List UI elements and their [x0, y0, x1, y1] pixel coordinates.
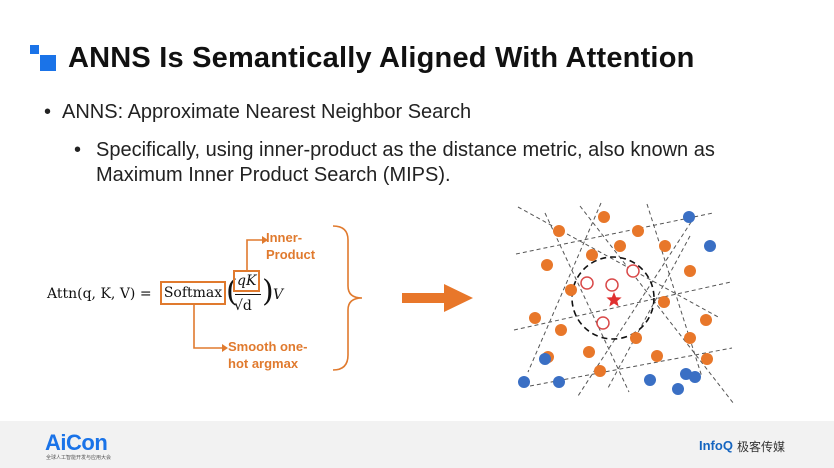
title-square-icon: [30, 45, 56, 71]
orange-point: [586, 249, 598, 261]
formula-lhs: Attn(q, K, V) =: [47, 286, 152, 302]
inner-product-line2: Product: [266, 247, 316, 262]
infoq-logo: InfoQ: [699, 438, 733, 453]
orange-point: [684, 265, 696, 277]
blue-point: [689, 371, 701, 383]
right-paren: ): [262, 274, 274, 309]
mips-scatter: [513, 202, 735, 405]
blue-point: [672, 383, 684, 395]
partition-line: [646, 203, 703, 378]
orange-point: [630, 332, 642, 344]
bullet-anns: ANNS: Approximate Nearest Neighbor Searc…: [44, 101, 471, 124]
partition-line: [529, 347, 733, 387]
orange-point: [541, 259, 553, 271]
orange-point: [632, 225, 644, 237]
bullet-mips-text: Specifically, using inner-product as the…: [96, 139, 715, 186]
inner-product-line1: Inner-: [266, 230, 303, 245]
partition-line: [527, 202, 602, 373]
orange-point: [701, 353, 713, 365]
formula-denominator: √d: [234, 298, 252, 314]
footer-bar: [0, 421, 834, 468]
orange-point: [700, 314, 712, 326]
formula-numerator: qK: [237, 273, 257, 289]
blue-point: [518, 376, 530, 388]
candidate-point: [580, 276, 594, 290]
orange-point: [659, 240, 671, 252]
slide-title: ANNS Is Semantically Aligned With Attent…: [68, 41, 695, 74]
title-row: ANNS Is Semantically Aligned With Attent…: [30, 38, 695, 78]
partition-lines: [513, 202, 735, 405]
bullet-mips: • Specifically, using inner-product as t…: [74, 138, 764, 188]
blue-point: [553, 376, 565, 388]
orange-point: [555, 324, 567, 336]
infoq-subtitle: 极客传媒: [737, 440, 786, 454]
smooth-line1: Smooth one-: [228, 339, 308, 354]
smooth-argmax-label: Smooth one- hot argmax: [228, 338, 307, 372]
blue-point: [644, 374, 656, 386]
blue-point: [539, 353, 551, 365]
orange-point: [651, 350, 663, 362]
orange-point: [529, 312, 541, 324]
blue-point: [683, 211, 695, 223]
fraction-line: [235, 294, 261, 295]
partition-line: [544, 212, 630, 393]
orange-point: [583, 346, 595, 358]
candidate-point: [605, 278, 619, 292]
formula-v: V: [273, 287, 284, 303]
search-radius-circle: [571, 256, 655, 340]
orange-point: [553, 225, 565, 237]
partition-line: [607, 235, 691, 389]
data-points: [518, 211, 716, 395]
blue-point: [704, 240, 716, 252]
qk-highlight-box: [233, 270, 260, 292]
partition-line: [515, 212, 714, 255]
orange-point: [658, 296, 670, 308]
orange-point: [684, 332, 696, 344]
orange-point: [598, 211, 610, 223]
orange-point: [565, 284, 577, 296]
candidate-point: [626, 264, 640, 278]
right-arrow-icon: [402, 284, 473, 312]
inner-product-label: Inner- Product: [266, 229, 315, 263]
inner-product-arrowhead: [262, 236, 268, 244]
bullet-dot: •: [74, 139, 82, 161]
smooth-line2: hot argmax: [228, 356, 299, 371]
inner-product-connector: [246, 239, 262, 270]
partition-line: [517, 206, 721, 319]
candidate-point: [596, 316, 610, 330]
orange-point: [614, 240, 626, 252]
aicon-logo: AiCon: [45, 430, 108, 455]
smooth-connector: [193, 305, 222, 349]
query-star-icon: [606, 292, 622, 307]
aicon-subtitle: 全球人工智能开发与应用大会: [46, 455, 112, 461]
partition-line: [513, 281, 732, 331]
orange-point: [594, 365, 606, 377]
smooth-arrowhead: [222, 344, 228, 352]
curly-bracket: [332, 225, 363, 371]
softmax-label: Softmax: [163, 285, 223, 301]
bullet-anns-text: ANNS: Approximate Nearest Neighbor Searc…: [62, 101, 472, 123]
left-paren: (: [226, 274, 238, 309]
softmax-box: Softmax: [160, 281, 226, 305]
connector-lines: [193, 225, 363, 371]
